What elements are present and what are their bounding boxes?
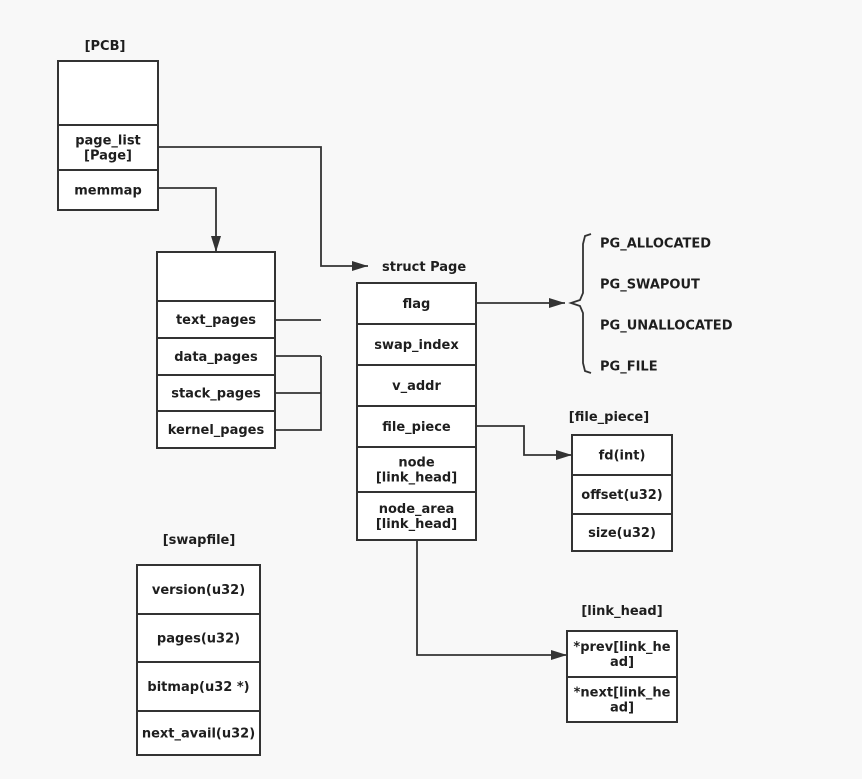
swapfile-table-field: next_avail(u32): [136, 710, 261, 756]
struct-page-table-field: node_area[link_head]: [356, 491, 477, 541]
file-piece-table-field: fd(int): [571, 434, 673, 476]
pcb-table: page_list[Page]memmap: [57, 60, 159, 211]
struct-page-table-field-label: node[link_head]: [376, 456, 457, 486]
arrowhead: [549, 298, 565, 308]
file-piece-table-field: offset(u32): [571, 474, 673, 515]
struct-page-table-field-label: node_area[link_head]: [376, 502, 457, 532]
file-piece-table-field-label: fd(int): [599, 449, 646, 464]
flag-value-label: PG_FILE: [600, 360, 658, 375]
struct-page-table-field-label: v_addr: [392, 379, 441, 394]
memmap-table-field-label: kernel_pages: [168, 423, 265, 438]
flag-value-label: PG_SWAPOUT: [600, 278, 700, 293]
swapfile-table-field-label: bitmap(u32 *): [147, 680, 249, 695]
arrowhead: [211, 236, 221, 252]
struct-page-table-field: file_piece: [356, 405, 477, 448]
struct-page-table-field: v_addr: [356, 364, 477, 407]
swapfile-table-field: bitmap(u32 *): [136, 661, 261, 712]
arrowhead: [556, 450, 572, 460]
memmap-to-table-connector: [159, 187, 221, 252]
swapfile-table-field-label: pages(u32): [157, 632, 240, 647]
file-piece-table-field-label: offset(u32): [581, 488, 662, 503]
pcb-table-field: [57, 60, 159, 126]
memmap-table-field: data_pages: [156, 337, 276, 376]
flag-value-label: PG_UNALLOCATED: [600, 319, 733, 334]
struct-page-table-field-label: flag: [403, 297, 431, 312]
struct-page-table-field-label: file_piece: [382, 420, 451, 435]
arrowhead: [551, 650, 567, 660]
pcb-table-field: page_list[Page]: [57, 124, 159, 171]
arrowhead: [352, 261, 368, 271]
struct-page-title: struct Page: [382, 260, 466, 275]
swapfile-title: [swapfile]: [163, 533, 236, 548]
pcb-table-field-label: page_list[Page]: [75, 134, 141, 164]
flag-value-label: PG_ALLOCATED: [600, 237, 711, 252]
link-head-title: [link_head]: [581, 604, 662, 619]
swapfile-table-field-label: next_avail(u32): [142, 727, 255, 742]
flag-brace: [568, 233, 592, 374]
struct-page-table-field-label: swap_index: [374, 338, 459, 353]
struct-page-table-field: swap_index: [356, 323, 477, 366]
swapfile-table-field: version(u32): [136, 564, 261, 615]
memmap-table-field-label: data_pages: [174, 350, 258, 365]
pcb-table-field: memmap: [57, 169, 159, 211]
file-piece-title: [file_piece]: [569, 410, 649, 425]
swapfile-table-field: pages(u32): [136, 613, 261, 663]
swapfile-table: version(u32) pages(u32) bitmap(u32 *) next_…: [136, 564, 261, 756]
swapfile-table-field-label: version(u32): [152, 583, 245, 598]
flag-to-values-connector: [477, 298, 565, 308]
memmap-table-field-label: text_pages: [176, 313, 256, 328]
pcb-title: [PCB]: [85, 39, 126, 54]
memmap-table-field: [156, 251, 276, 302]
memmap-table-field: stack_pages: [156, 374, 276, 412]
kernel-pages-connector: [275, 356, 322, 431]
memmap-table: text_pages data_pages stack_pages kernel_pa…: [156, 251, 276, 449]
file-piece-table-field: size(u32): [571, 513, 673, 552]
memmap-table-field-label: stack_pages: [171, 387, 261, 402]
file-piece-connector: [477, 425, 572, 460]
memmap-table-field: text_pages: [156, 300, 276, 339]
page-list-to-struct-page-connector: [158, 146, 368, 271]
file-piece-table-field-label: size(u32): [588, 526, 656, 541]
struct-page-table-field: flag: [356, 282, 477, 325]
struct-page-table-field: node[link_head]: [356, 446, 477, 493]
node-area-to-link-head-connector: [416, 540, 567, 660]
pcb-table-field-label: memmap: [74, 184, 142, 199]
struct-page-table: flag swap_index v_addr file_piece node[link_…: [356, 282, 477, 541]
file-piece-table: fd(int) offset(u32) size(u32): [571, 434, 673, 552]
memmap-table-field: kernel_pages: [156, 410, 276, 449]
